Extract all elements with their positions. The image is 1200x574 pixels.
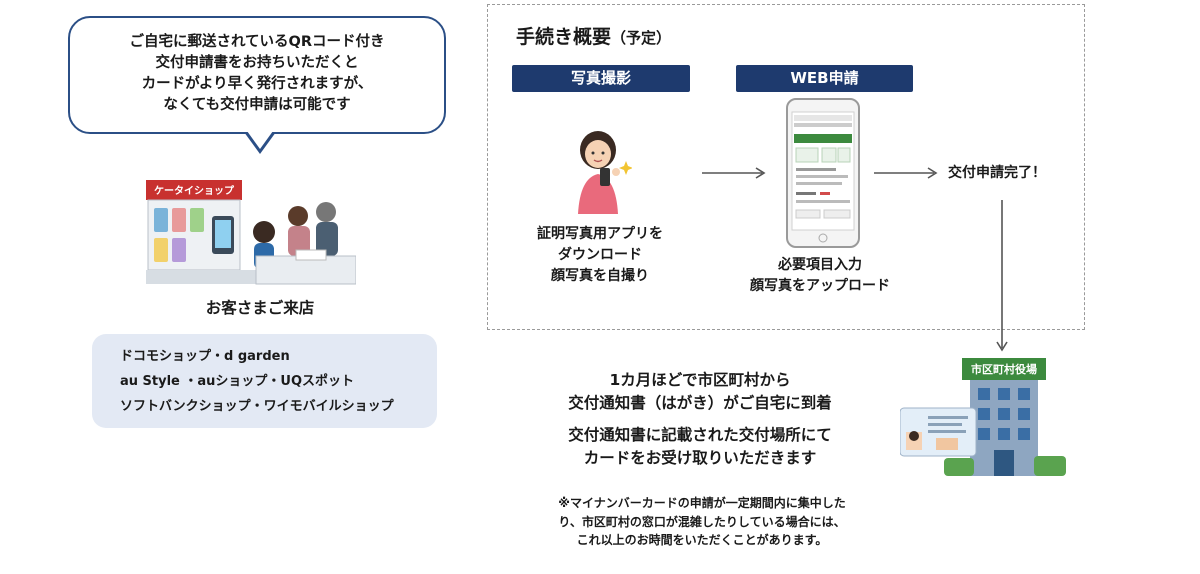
shop-sign bbox=[146, 180, 242, 200]
city-office-sign-text: 市区町村役場 bbox=[971, 362, 1037, 376]
shop-list-item: au Style ・auショップ・UQスポット bbox=[120, 374, 355, 389]
arrow-right-icon bbox=[702, 167, 766, 179]
bubble-line: カードがより早く発行されますが、 bbox=[141, 76, 373, 92]
bubble-line: ご自宅に郵送されているQRコード付き bbox=[129, 34, 385, 50]
shop-sign-text: ケータイショップ bbox=[154, 184, 235, 197]
procedure-box bbox=[487, 4, 1085, 330]
procedure-title: 手続き概要（予定） bbox=[516, 26, 672, 48]
note-text: ※マイナンバーカードの申請が一定期間内に集中した り、市区町村の窓口が混雑したり… bbox=[558, 496, 846, 547]
bubble-line: なくても交付申請は可能です bbox=[163, 97, 351, 113]
shop-caption: お客さまご来店 bbox=[205, 299, 315, 317]
pickup-text: 交付通知書に記載された交付場所にて カードをお受け取りいただきます bbox=[568, 426, 832, 467]
smartphone-illustration bbox=[786, 98, 860, 248]
shop-list-item: ソフトバンクショップ・ワイモバイルショップ bbox=[120, 399, 394, 414]
city-office-illustration: 市区町村役場 bbox=[900, 358, 1066, 476]
procedure-title-note: （予定） bbox=[611, 29, 672, 47]
bubble-line: 交付申請書をお持ちいただくと bbox=[155, 55, 359, 71]
shop-list: ドコモショップ・d garden au Style ・auショップ・UQスポット… bbox=[92, 334, 437, 428]
step-web-description: 必要項目入力 顔写真をアップロード bbox=[750, 257, 890, 294]
selfie-person-illustration bbox=[578, 131, 632, 214]
arrow-down-icon bbox=[996, 200, 1008, 352]
city-office-sign bbox=[962, 358, 1046, 380]
arrival-text: 1カ月ほどで市区町村から 交付通知書（はがき）がご自宅に到着 bbox=[568, 371, 832, 412]
shop-list-item: ドコモショップ・d garden bbox=[120, 349, 290, 364]
application-complete-text: 交付申請完了！ bbox=[948, 165, 1046, 181]
shop-counter-illustration: ケータイショップ bbox=[146, 180, 356, 285]
step-photo-label: 写真撮影 bbox=[512, 65, 690, 92]
sparkle-icon bbox=[619, 161, 632, 175]
arrow-right-icon bbox=[874, 167, 938, 179]
step-web-label: WEB申請 bbox=[736, 65, 913, 92]
bubble-text: ご自宅に郵送されているQRコード付き 交付申請書をお持ちいただくと カードがより… bbox=[90, 32, 424, 116]
speech-bubble bbox=[68, 16, 446, 134]
step-photo-description: 証明写真用アプリを ダウンロード 顔写真を自撮り bbox=[537, 226, 663, 284]
